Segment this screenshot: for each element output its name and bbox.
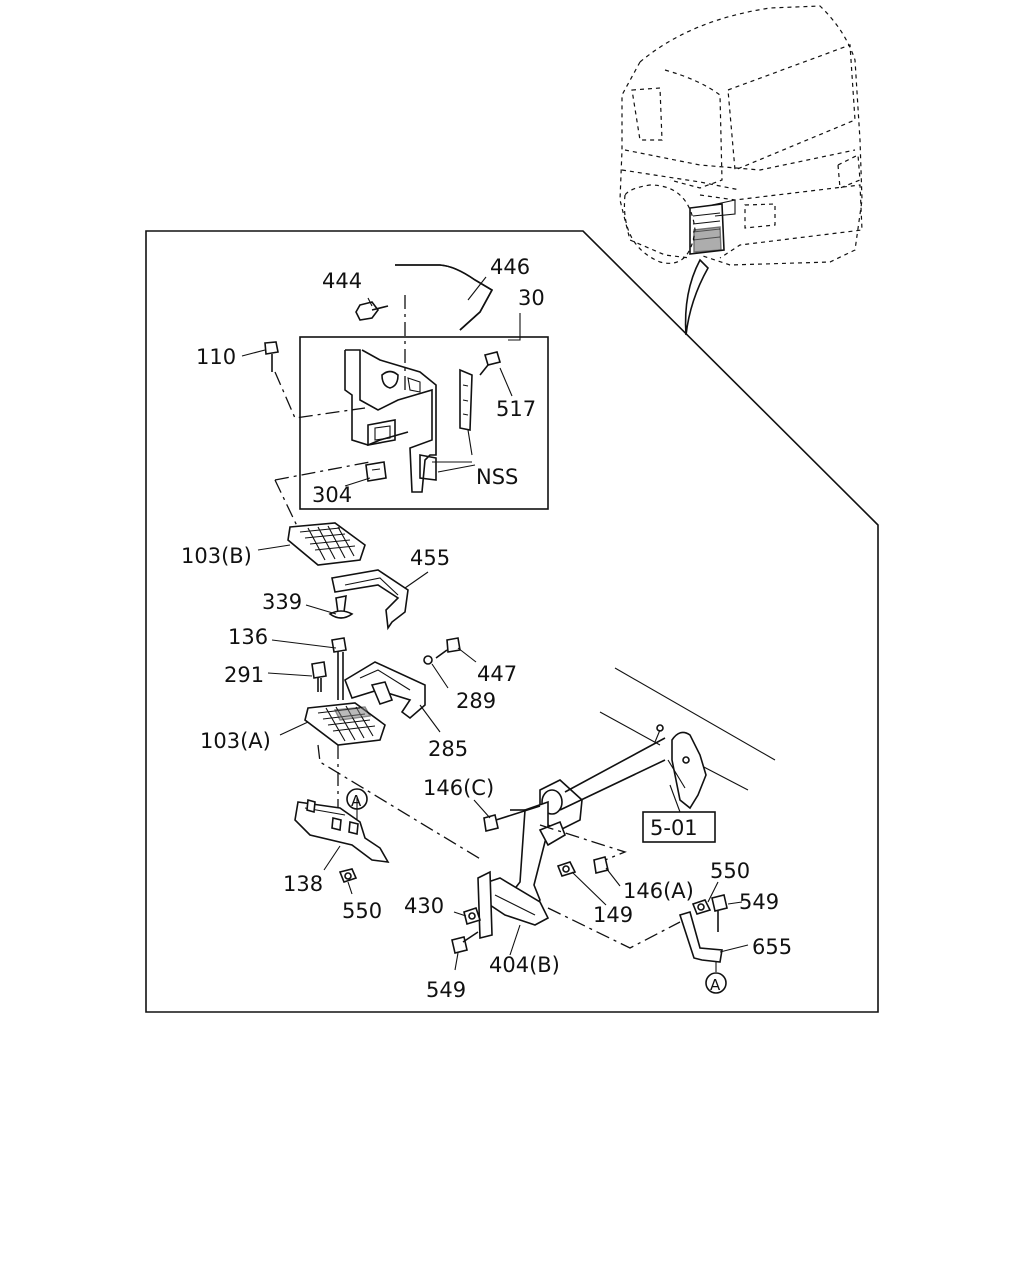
marker-a-circle-2 — [705, 972, 727, 994]
frame-rail — [599, 667, 776, 810]
truck-cab-illustration — [619, 5, 863, 336]
step-103a — [304, 702, 386, 746]
step-103b — [287, 522, 366, 566]
bracket-assembly — [344, 349, 473, 493]
bracket-285 — [344, 661, 426, 720]
label-339: 339 — [262, 590, 302, 614]
label-404b: 404(B) — [489, 953, 560, 977]
label-289: 289 — [456, 689, 496, 713]
label-5-01: 5-01 — [650, 816, 698, 840]
label-138: 138 — [283, 872, 323, 896]
label-655: 655 — [752, 935, 792, 959]
label-103a: 103(A) — [200, 729, 271, 753]
bracket-455 — [331, 569, 409, 631]
label-146c: 146(C) — [423, 776, 494, 800]
assembly-30-box — [299, 336, 549, 510]
bracket-138 — [294, 798, 390, 863]
part-labels: 444 446 30 110 517 NSS 304 103(B) 455 33… — [181, 255, 792, 1002]
label-136: 136 — [228, 625, 268, 649]
label-103b: 103(B) — [181, 544, 252, 568]
label-110: 110 — [196, 345, 236, 369]
label-nss: NSS — [476, 465, 518, 489]
label-285: 285 — [428, 737, 468, 761]
label-447: 447 — [477, 662, 517, 686]
label-444: 444 — [322, 269, 362, 293]
label-446: 446 — [490, 255, 530, 279]
label-550-left: 550 — [342, 899, 382, 923]
leader-lines — [241, 276, 749, 972]
marker-a-circle-1 — [346, 788, 368, 810]
label-marker-a-2: A — [710, 976, 721, 994]
label-430: 430 — [404, 894, 444, 918]
label-149: 149 — [593, 903, 633, 927]
label-455: 455 — [410, 546, 450, 570]
label-517: 517 — [496, 397, 536, 421]
bracket-655 — [678, 910, 723, 963]
reference-box-5-01 — [642, 811, 716, 843]
label-marker-a-1: A — [351, 792, 362, 810]
label-30: 30 — [518, 286, 545, 310]
label-550-right: 550 — [710, 859, 750, 883]
label-304: 304 — [312, 483, 352, 507]
step-support-404b — [477, 737, 666, 940]
label-146a: 146(A) — [623, 879, 694, 903]
label-549-left: 549 — [426, 978, 466, 1002]
diagram-frame — [145, 230, 879, 1013]
label-549-right: 549 — [739, 890, 779, 914]
label-291: 291 — [224, 663, 264, 687]
